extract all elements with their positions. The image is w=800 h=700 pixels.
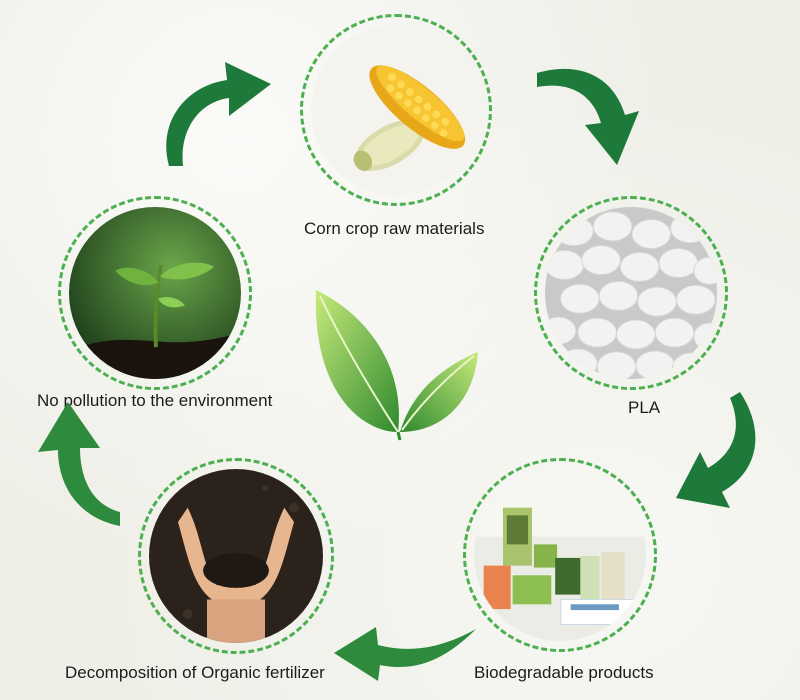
corn-node: [300, 14, 492, 206]
fertilizer-label: Decomposition of Organic fertilizer: [65, 663, 325, 682]
products-label: Biodegradable products: [474, 663, 654, 682]
arrow-pla-to-products: [670, 390, 780, 520]
environment-node: [58, 196, 252, 390]
pla-pellets-icon: [545, 207, 717, 379]
leaves-icon: [302, 282, 484, 442]
products-node: [463, 458, 657, 652]
arrow-corn-to-pla: [533, 55, 648, 170]
corn-label: Corn crop raw materials: [304, 219, 485, 238]
corn-icon: [311, 25, 481, 195]
seedling-icon: [69, 207, 241, 379]
soil-hands-icon: [149, 469, 323, 643]
pla-node: [534, 196, 728, 390]
arrow-fertilizer-to-environment: [28, 400, 123, 530]
environment-label: No pollution to the environment: [37, 391, 273, 410]
products-icon: [474, 469, 646, 641]
arrow-products-to-fertilizer: [330, 625, 480, 685]
fertilizer-node: [138, 458, 334, 654]
arrow-environment-to-corn: [155, 58, 275, 170]
pla-label: PLA: [628, 398, 661, 417]
